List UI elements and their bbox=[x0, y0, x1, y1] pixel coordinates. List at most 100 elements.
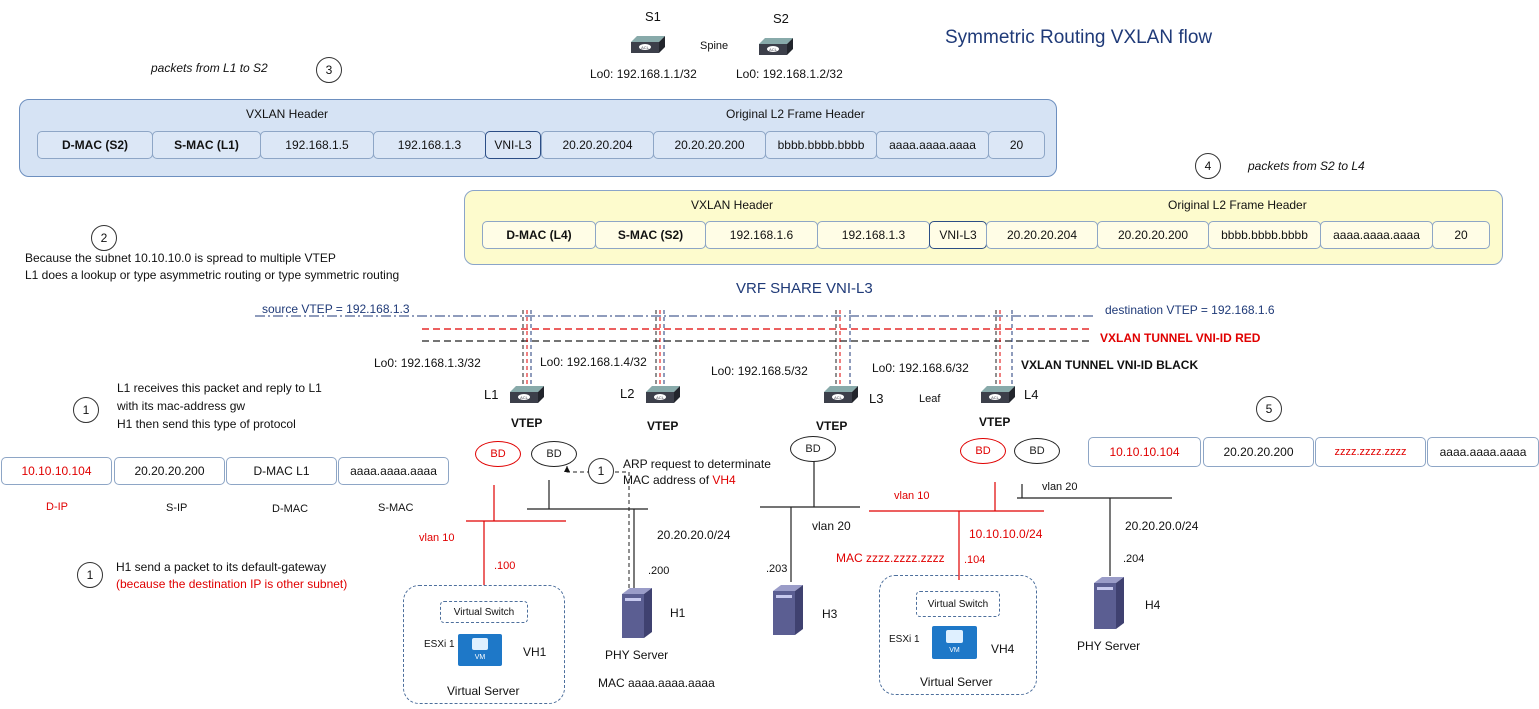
leaf-switch-l1-icon: ACL bbox=[508, 385, 546, 410]
vh1-caption: Virtual Server bbox=[447, 684, 520, 698]
spine-label: Spine bbox=[700, 40, 729, 52]
step4-cell-dst-ip: 192.168.1.3 bbox=[817, 221, 930, 249]
bd-black-l3: BD bbox=[790, 436, 836, 462]
step3-cell-inner-dmac: bbbb.bbbb.bbbb bbox=[765, 131, 877, 159]
vh4-vm-icon: VM bbox=[932, 626, 977, 659]
vh1-vm-icon: VM bbox=[458, 634, 502, 666]
l2-lo0: Lo0: 192.168.1.4/32 bbox=[540, 355, 647, 369]
step1a-line3: H1 then send this type of protocol bbox=[117, 417, 296, 431]
vlan20-l3-label: vlan 20 bbox=[812, 519, 851, 533]
destination-vtep-label: destination VTEP = 192.168.1.6 bbox=[1105, 303, 1275, 317]
diagram-title: Symmetric Routing VXLAN flow bbox=[945, 27, 1213, 48]
vlan20-right-label: vlan 20 bbox=[1042, 481, 1078, 493]
l3-name: L3 bbox=[869, 391, 884, 406]
step3-cell-dst-ip: 192.168.1.3 bbox=[373, 131, 486, 159]
step4-caption: packets from S2 to L4 bbox=[1248, 159, 1365, 173]
leaf-switch-l2-icon: ACL bbox=[644, 385, 682, 410]
step1-packet-dmac: D-MAC L1 bbox=[226, 457, 337, 485]
step3-cell-inner-smac: aaaa.aaaa.aaaa bbox=[876, 131, 989, 159]
h3-name: H3 bbox=[822, 607, 838, 621]
bd-red-l1: BD bbox=[475, 441, 521, 467]
step4-l2-header-label: Original L2 Frame Header bbox=[1168, 198, 1307, 212]
step1a-line2: with its mac-address gw bbox=[117, 399, 246, 413]
step4-packet-panel: VXLAN Header Original L2 Frame Header D-… bbox=[464, 190, 1503, 265]
vh1-vm-text: VM bbox=[474, 654, 486, 661]
step4-vxlan-header-label: VXLAN Header bbox=[691, 198, 774, 212]
step1b-number-badge: 1 bbox=[77, 562, 103, 588]
step5-packet-dip: 10.10.10.104 bbox=[1088, 437, 1201, 467]
vh1-ip: .100 bbox=[494, 560, 516, 572]
l4-lo0: Lo0: 192.168.6/32 bbox=[872, 361, 969, 375]
vh4-vm-text: VM bbox=[949, 647, 960, 654]
l1-name: L1 bbox=[484, 387, 499, 402]
bd-black-l1: BD bbox=[531, 441, 577, 467]
vh1-esxi-label: ESXi 1 bbox=[424, 639, 455, 650]
step2-number-badge: 2 bbox=[91, 225, 117, 251]
l1-vtep-label: VTEP bbox=[511, 416, 543, 430]
step3-cell-dmac: D-MAC (S2) bbox=[37, 131, 153, 159]
step5-packet-sip: 20.20.20.200 bbox=[1203, 437, 1314, 467]
step1-label-dmac: D-MAC bbox=[272, 503, 309, 515]
l2-vtep-label: VTEP bbox=[647, 419, 679, 433]
step3-cell-src-ip: 192.168.1.5 bbox=[260, 131, 374, 159]
vh4-ip: .104 bbox=[964, 554, 986, 566]
step4-cell-inner-dmac: bbbb.bbbb.bbbb bbox=[1208, 221, 1321, 249]
step3-caption: packets from L1 to S2 bbox=[151, 61, 268, 75]
step3-vxlan-header-label: VXLAN Header bbox=[246, 107, 329, 121]
spine-switch-s1-icon: ACL bbox=[629, 35, 667, 60]
vh4-caption: Virtual Server bbox=[920, 675, 993, 689]
spine-s2-lo0: Lo0: 192.168.1.2/32 bbox=[736, 67, 843, 81]
leaf-switch-l3-icon: ACL bbox=[822, 385, 860, 410]
leaf-switch-l4-icon: ACL bbox=[979, 385, 1017, 410]
h3-server-icon bbox=[773, 585, 803, 640]
step1-label-smac: S-MAC bbox=[378, 502, 414, 514]
svg-text:ACL: ACL bbox=[834, 395, 843, 400]
step3-number-badge: 3 bbox=[316, 57, 342, 83]
vh4-virtual-server-box: Virtual Switch ESXi 1 VM VH4 Virtual Ser… bbox=[879, 575, 1037, 695]
step5-packet-smac: aaaa.aaaa.aaaa bbox=[1427, 437, 1539, 467]
vh1-virtual-server-box: Virtual Switch ESXi 1 VM VH1 Virtual Ser… bbox=[403, 585, 565, 704]
step1a-line1: L1 receives this packet and reply to L1 bbox=[117, 381, 322, 395]
svg-text:ACL: ACL bbox=[656, 395, 665, 400]
step4-cell-src-ip: 192.168.1.6 bbox=[705, 221, 818, 249]
mac-zz-label: MAC zzzz.zzzz.zzzz bbox=[836, 551, 945, 565]
vh4-esxi-label: ESXi 1 bbox=[889, 634, 920, 645]
subnet-right-label: 20.20.20.0/24 bbox=[1125, 519, 1199, 533]
h1-caption: PHY Server bbox=[605, 648, 669, 662]
step1b-line1: H1 send a packet to its default-gateway bbox=[116, 560, 327, 574]
step1c-target-vh4: VH4 bbox=[712, 473, 736, 487]
spine-s1-name: S1 bbox=[645, 9, 661, 24]
source-vtep-label: source VTEP = 192.168.1.3 bbox=[262, 302, 410, 316]
h4-caption: PHY Server bbox=[1077, 639, 1141, 653]
leaf-label: Leaf bbox=[919, 393, 941, 405]
step1b-line2: (because the destination IP is other sub… bbox=[116, 577, 348, 591]
l3-lo0: Lo0: 192.168.5/32 bbox=[711, 364, 808, 378]
h1-server-icon bbox=[622, 588, 652, 643]
spine-s1-lo0: Lo0: 192.168.1.1/32 bbox=[590, 67, 697, 81]
h1-mac: MAC aaaa.aaaa.aaaa bbox=[598, 676, 715, 690]
vh4-virtual-switch: Virtual Switch bbox=[916, 591, 1000, 617]
step4-cell-inner-smac: aaaa.aaaa.aaaa bbox=[1320, 221, 1433, 249]
h4-server-icon bbox=[1094, 577, 1124, 634]
subnet-left-label: 20.20.20.0/24 bbox=[657, 528, 731, 542]
h4-name: H4 bbox=[1145, 598, 1161, 612]
step2-line1: Because the subnet 10.10.10.0 is spread … bbox=[25, 251, 336, 265]
l1-lo0: Lo0: 192.168.1.3/32 bbox=[374, 356, 481, 370]
step4-number-badge: 4 bbox=[1195, 153, 1221, 179]
h1-ip: .200 bbox=[648, 565, 670, 577]
h3-ip: .203 bbox=[766, 563, 788, 575]
step3-cell-smac: S-MAC (L1) bbox=[152, 131, 261, 159]
step4-cell-vlan: 20 bbox=[1432, 221, 1490, 249]
step1-label-dip: D-IP bbox=[46, 501, 68, 513]
vlan10-left-label: vlan 10 bbox=[419, 532, 455, 544]
step1c-line1: ARP request to determinate bbox=[623, 457, 771, 471]
subnet-red-label: 10.10.10.0/24 bbox=[969, 527, 1043, 541]
spine-switch-s2-icon: ACL bbox=[757, 37, 795, 62]
step1c-line2: MAC address of VH4 bbox=[623, 473, 736, 487]
step3-cell-vlan: 20 bbox=[988, 131, 1045, 159]
step3-cell-inner-sip: 20.20.20.200 bbox=[653, 131, 766, 159]
vh1-name: VH1 bbox=[523, 645, 547, 659]
step3-cell-vni: VNI-L3 bbox=[485, 131, 541, 159]
step3-l2-header-label: Original L2 Frame Header bbox=[726, 107, 865, 121]
step5-packet-dmac: zzzz.zzzz.zzzz bbox=[1315, 437, 1426, 467]
